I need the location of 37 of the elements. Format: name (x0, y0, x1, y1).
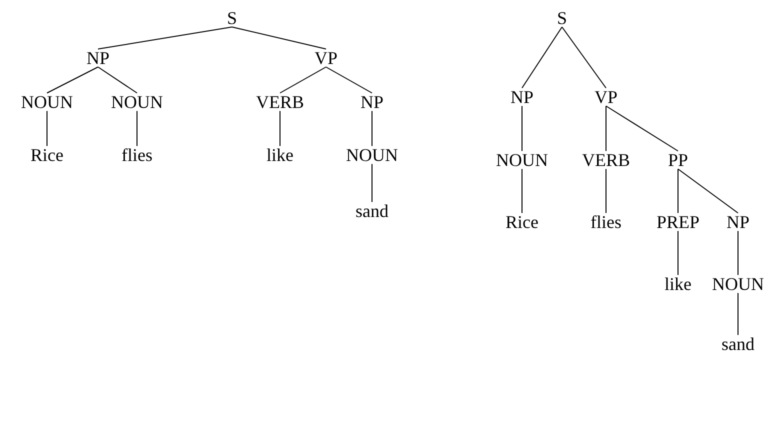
tree-node-label: VP (314, 48, 338, 68)
tree-branch (46, 110, 48, 146)
tree-node-label: Rice (504, 212, 540, 232)
tree-node-label: VP (594, 87, 618, 107)
tree-node-label: flies (120, 145, 154, 165)
tree-node-label: NOUN (345, 145, 399, 165)
tree-node-label: like (266, 145, 294, 165)
tree-branch (522, 26, 562, 88)
tree-node-label: NP (360, 92, 384, 112)
tree-node-label: flies (590, 212, 622, 232)
tree-node-label: like (664, 274, 692, 294)
tree-node-label: NP (726, 212, 750, 232)
tree-branch (232, 26, 326, 50)
tree-node-label: NOUN (495, 150, 549, 170)
tree-node-label: S (556, 8, 568, 28)
tree-node-label: PREP (655, 212, 701, 232)
tree-node-label: NOUN (711, 274, 765, 294)
tree-node-label: NOUN (20, 92, 74, 112)
tree-node-label: PP (666, 150, 690, 170)
tree-branch (98, 66, 138, 94)
tree-branch (562, 26, 606, 88)
tree-node-label: VERB (255, 92, 305, 112)
tree-node-label: sand (720, 334, 756, 354)
tree-branch (678, 168, 738, 214)
tree-branch (98, 26, 232, 50)
tree-node-label: VERB (581, 150, 631, 170)
tree-node-label: S (226, 8, 238, 28)
tree-node-label: NP (86, 48, 110, 68)
tree-node-label: sand (354, 201, 390, 221)
tree-node-label: NP (510, 87, 534, 107)
tree-branch (46, 66, 98, 94)
tree-branch (326, 66, 372, 94)
tree-node-label: Rice (30, 145, 64, 165)
tree-branch (280, 66, 326, 94)
tree-branch (606, 106, 678, 152)
tree-node-label: NOUN (110, 92, 164, 112)
tree-branch (136, 110, 138, 146)
